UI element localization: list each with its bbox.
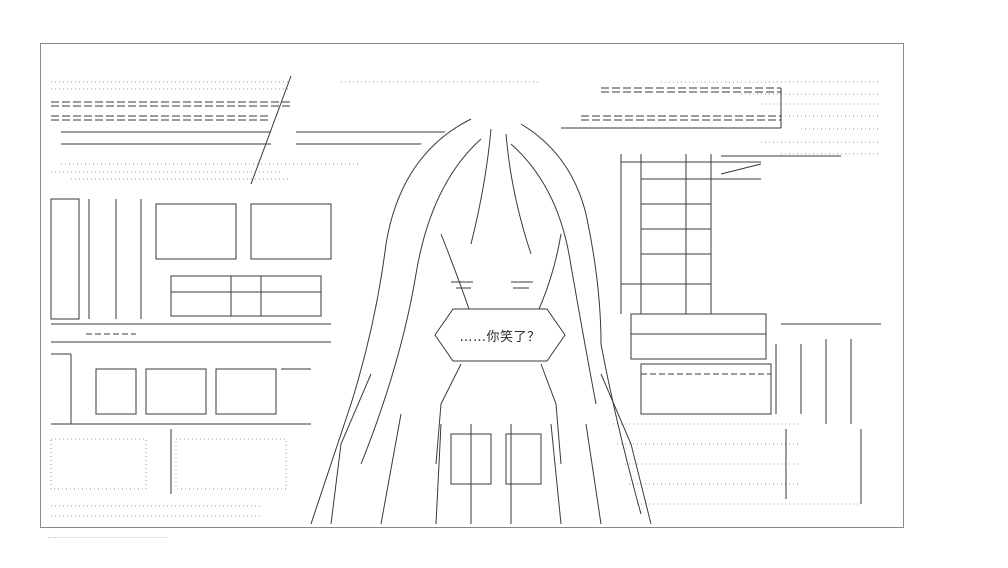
- footer-rule: [48, 533, 168, 543]
- speech-bubble: ……你笑了？: [433, 307, 567, 363]
- clothing-folds: [380, 413, 602, 525]
- hair-strand-2: [505, 133, 532, 255]
- footer-dotted-line: [48, 537, 168, 538]
- arm-right: [600, 373, 652, 525]
- speech-bubble-outline: [434, 308, 566, 362]
- eye-right: [511, 281, 533, 289]
- clothing-detail: [450, 433, 542, 485]
- neck-and-collar: [435, 363, 562, 465]
- hair-outline-right: [520, 123, 642, 515]
- building-right: [601, 154, 881, 505]
- hair-outline-left: [310, 118, 472, 525]
- ascii-art-illustration: [50, 75, 881, 525]
- arm-left: [330, 373, 372, 525]
- hair-outline-left-inner: [360, 138, 482, 465]
- hair-strand: [470, 128, 492, 245]
- dotted-sky: [51, 81, 881, 180]
- ascii-art-panel: ……你笑了？: [40, 43, 904, 528]
- speech-bubble-text: ……你笑了？: [459, 329, 541, 345]
- building-windows: [50, 198, 332, 517]
- background-building: [50, 75, 881, 517]
- hair-outline-right-inner: [510, 143, 597, 405]
- eye-left: [451, 281, 473, 289]
